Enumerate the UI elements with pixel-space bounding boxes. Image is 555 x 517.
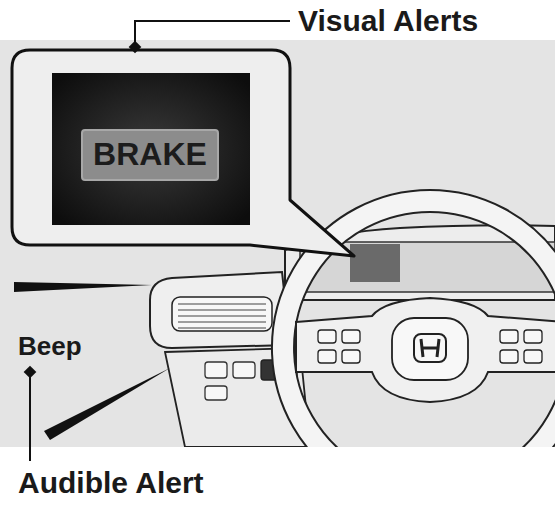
alert-text: BRAKE xyxy=(93,137,207,172)
sound-label: Beep xyxy=(18,332,82,362)
display-screen xyxy=(52,73,250,225)
alert-message-box: BRAKE xyxy=(81,129,219,181)
airbag-cover xyxy=(392,318,468,380)
vent-pod xyxy=(150,272,290,348)
switch xyxy=(205,386,227,400)
leader-line xyxy=(135,21,290,47)
callout-label: Audible Alert xyxy=(18,466,204,501)
switch xyxy=(233,362,255,378)
callout-bubble xyxy=(12,50,354,256)
sound-wave xyxy=(44,368,170,440)
switch xyxy=(205,362,227,378)
leader-line xyxy=(29,372,31,461)
vent-slats xyxy=(178,304,266,328)
leader-dot xyxy=(129,41,142,54)
wheel-hub xyxy=(296,298,555,402)
callout-label: Visual Alerts xyxy=(298,4,478,39)
leader-dot xyxy=(24,366,37,379)
honda-emblem xyxy=(414,334,446,362)
alert-indicator xyxy=(350,244,400,282)
honda-emblem-h xyxy=(421,339,439,357)
air-vent xyxy=(172,297,272,331)
sound-wave xyxy=(14,282,152,292)
wheel-buttons xyxy=(318,330,542,363)
